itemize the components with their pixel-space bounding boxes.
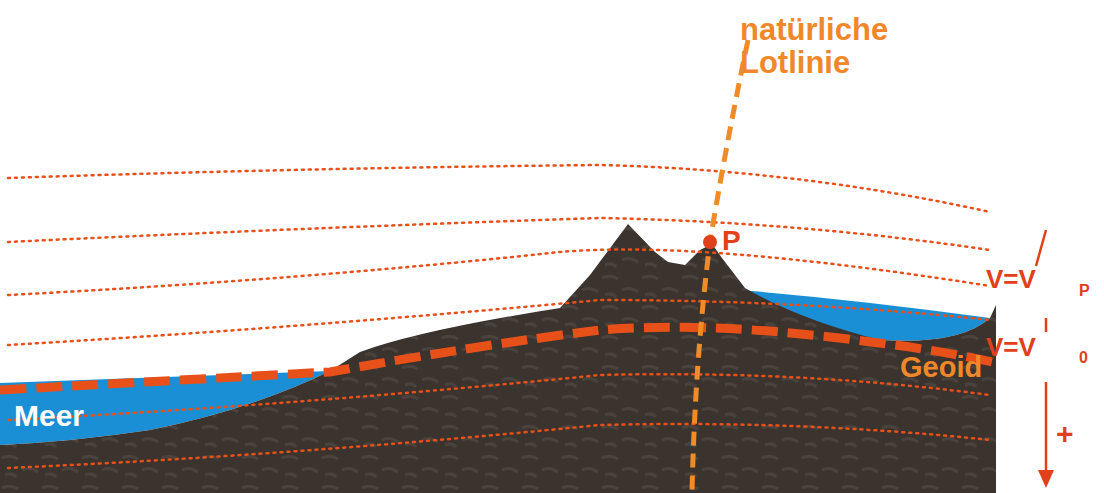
geoid-label: Geoid [900,352,982,382]
direction-sign: + [1056,418,1074,450]
subscript: P [1079,283,1090,300]
terrain [0,224,996,493]
sea-label: Meer [14,400,84,432]
geoid-line [0,327,992,390]
arrow-head [1038,470,1054,488]
potential-label: V=V [986,266,1036,293]
marker-tick [1036,230,1046,266]
potential-label: V=V [986,334,1036,361]
plumb-line-label: natürliche Lotlinie [740,14,930,79]
point-label: P [722,226,741,255]
plumb-line [692,40,748,493]
equipotential-lines [8,165,990,468]
point-p [703,235,717,249]
marker-tick [1045,318,1048,332]
subscript: 0 [1079,350,1088,367]
direction-arrow [1045,382,1048,476]
